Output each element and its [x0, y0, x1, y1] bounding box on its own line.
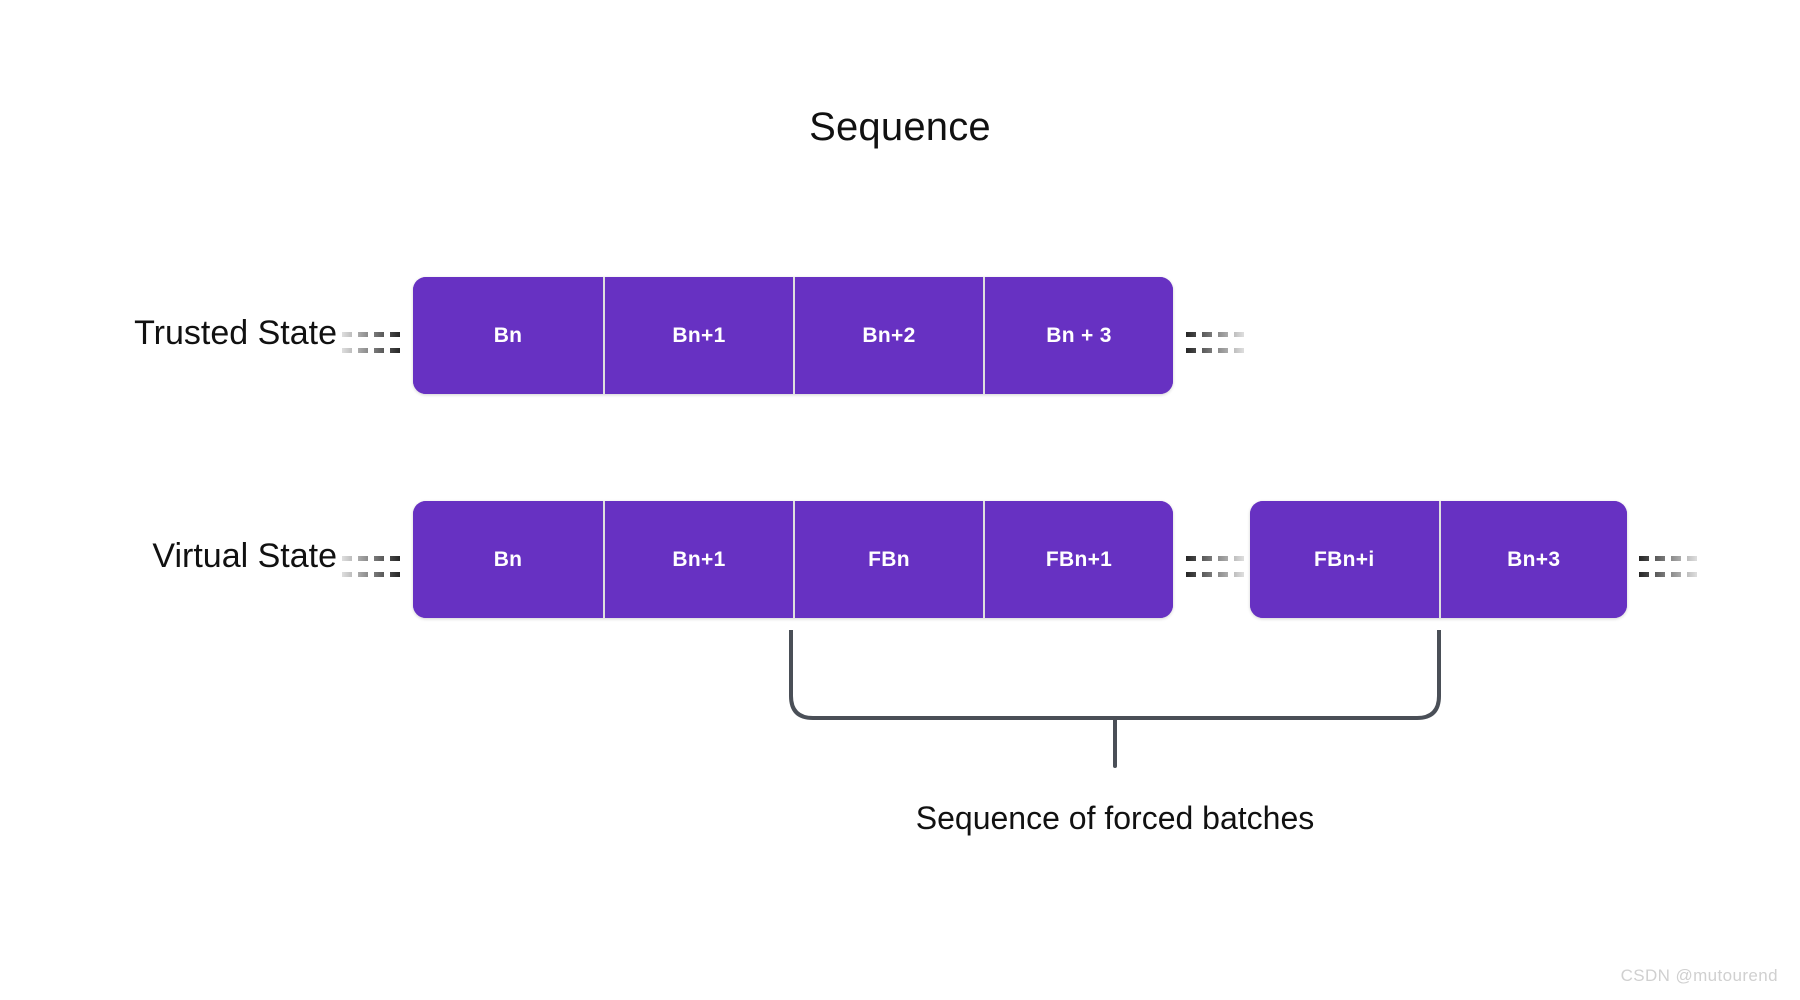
brace-shape [789, 630, 1441, 768]
block-trusted-1[interactable]: Bn+1 [603, 277, 793, 394]
block-virtual-a-0[interactable]: Bn [413, 501, 603, 618]
row-label-trusted-state: Trusted State [134, 314, 337, 352]
dashed-connector-left-virtual [338, 548, 400, 582]
dashed-connector-right-trusted [1186, 324, 1248, 358]
block-trusted-0[interactable]: Bn [413, 277, 603, 394]
dash-line-top [1639, 556, 1701, 561]
forced-batches-brace [780, 630, 1450, 770]
dash-line-bottom [338, 348, 400, 353]
dash-line-bottom [1186, 572, 1248, 577]
watermark: CSDN @mutourend [1620, 966, 1778, 985]
block-group-trusted-state: Bn Bn+1 Bn+2 Bn + 3 [413, 277, 1173, 394]
block-group-virtual-state-first: Bn Bn+1 FBn FBn+1 [413, 501, 1173, 618]
block-virtual-b-1[interactable]: Bn+3 [1438, 501, 1627, 618]
block-virtual-a-1[interactable]: Bn+1 [603, 501, 793, 618]
dash-line-bottom [1186, 348, 1248, 353]
block-group-virtual-state-second: FBn+i Bn+3 [1250, 501, 1627, 618]
dash-line-top [1186, 556, 1248, 561]
forced-batches-caption: Sequence of forced batches [915, 800, 1315, 836]
block-virtual-a-2[interactable]: FBn [793, 501, 983, 618]
dashed-connector-middle-virtual [1186, 548, 1248, 582]
dash-line-top [338, 556, 400, 561]
page-title: Sequence [809, 105, 991, 149]
block-virtual-b-0[interactable]: FBn+i [1250, 501, 1439, 618]
dashed-connector-left-trusted [338, 324, 400, 358]
block-trusted-3[interactable]: Bn + 3 [983, 277, 1173, 394]
block-trusted-2[interactable]: Bn+2 [793, 277, 983, 394]
dash-line-bottom [338, 572, 400, 577]
row-label-virtual-state: Virtual State [152, 537, 337, 575]
brace-u-path [789, 630, 1441, 720]
dash-line-top [338, 332, 400, 337]
dash-line-bottom [1639, 572, 1701, 577]
block-virtual-a-3[interactable]: FBn+1 [983, 501, 1173, 618]
dash-line-top [1186, 332, 1248, 337]
dashed-connector-right-virtual [1639, 548, 1701, 582]
